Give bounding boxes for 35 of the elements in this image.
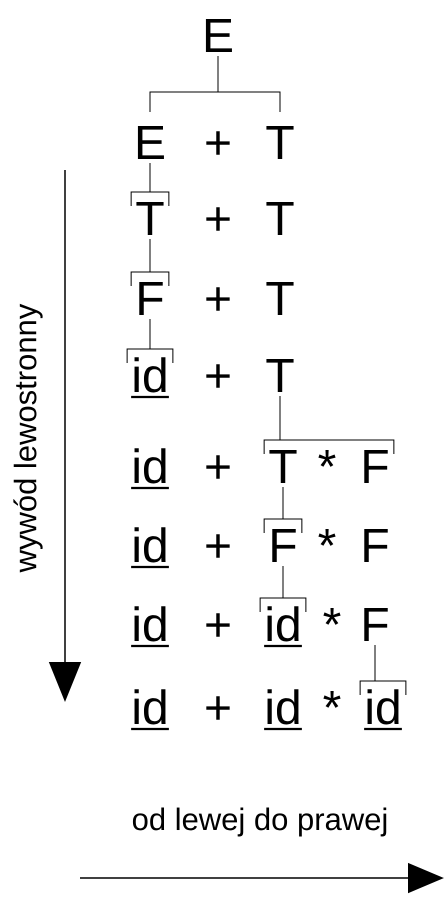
- symbol: +: [206, 534, 230, 558]
- symbol: F: [364, 450, 388, 483]
- bracket: [126, 318, 174, 364]
- bracket: [264, 396, 394, 454]
- symbol: F: [139, 282, 163, 315]
- symbol: +: [206, 613, 230, 637]
- symbol: +: [206, 287, 230, 311]
- symbol: *: [318, 528, 336, 546]
- symbol: +: [206, 696, 230, 720]
- symbol: T: [266, 202, 294, 235]
- symbol: E: [138, 126, 164, 159]
- bracket: [360, 644, 406, 696]
- symbol: T: [269, 450, 297, 483]
- symbol: T: [136, 202, 164, 235]
- symbol: F: [272, 528, 296, 562]
- symbol: *: [323, 608, 341, 625]
- bracket: [130, 162, 170, 206]
- symbol: T: [266, 282, 294, 315]
- symbol: T: [266, 358, 294, 392]
- bracket: [150, 56, 280, 112]
- symbol: +: [206, 131, 230, 155]
- axis-label: wywód lewostronny: [13, 304, 43, 572]
- symbol: F: [364, 528, 388, 562]
- symbol: T: [266, 126, 294, 159]
- symbol: E: [206, 18, 232, 52]
- symbol: +: [206, 207, 230, 231]
- axis-label: od lewej do prawej: [132, 808, 386, 836]
- symbol: F: [364, 608, 388, 641]
- symbol: +: [206, 364, 230, 388]
- bracket: [130, 238, 170, 286]
- bracket: [264, 486, 302, 534]
- symbol: *: [323, 690, 341, 708]
- symbol: +: [206, 455, 230, 479]
- bracket: [260, 566, 306, 612]
- symbol: *: [318, 450, 336, 467]
